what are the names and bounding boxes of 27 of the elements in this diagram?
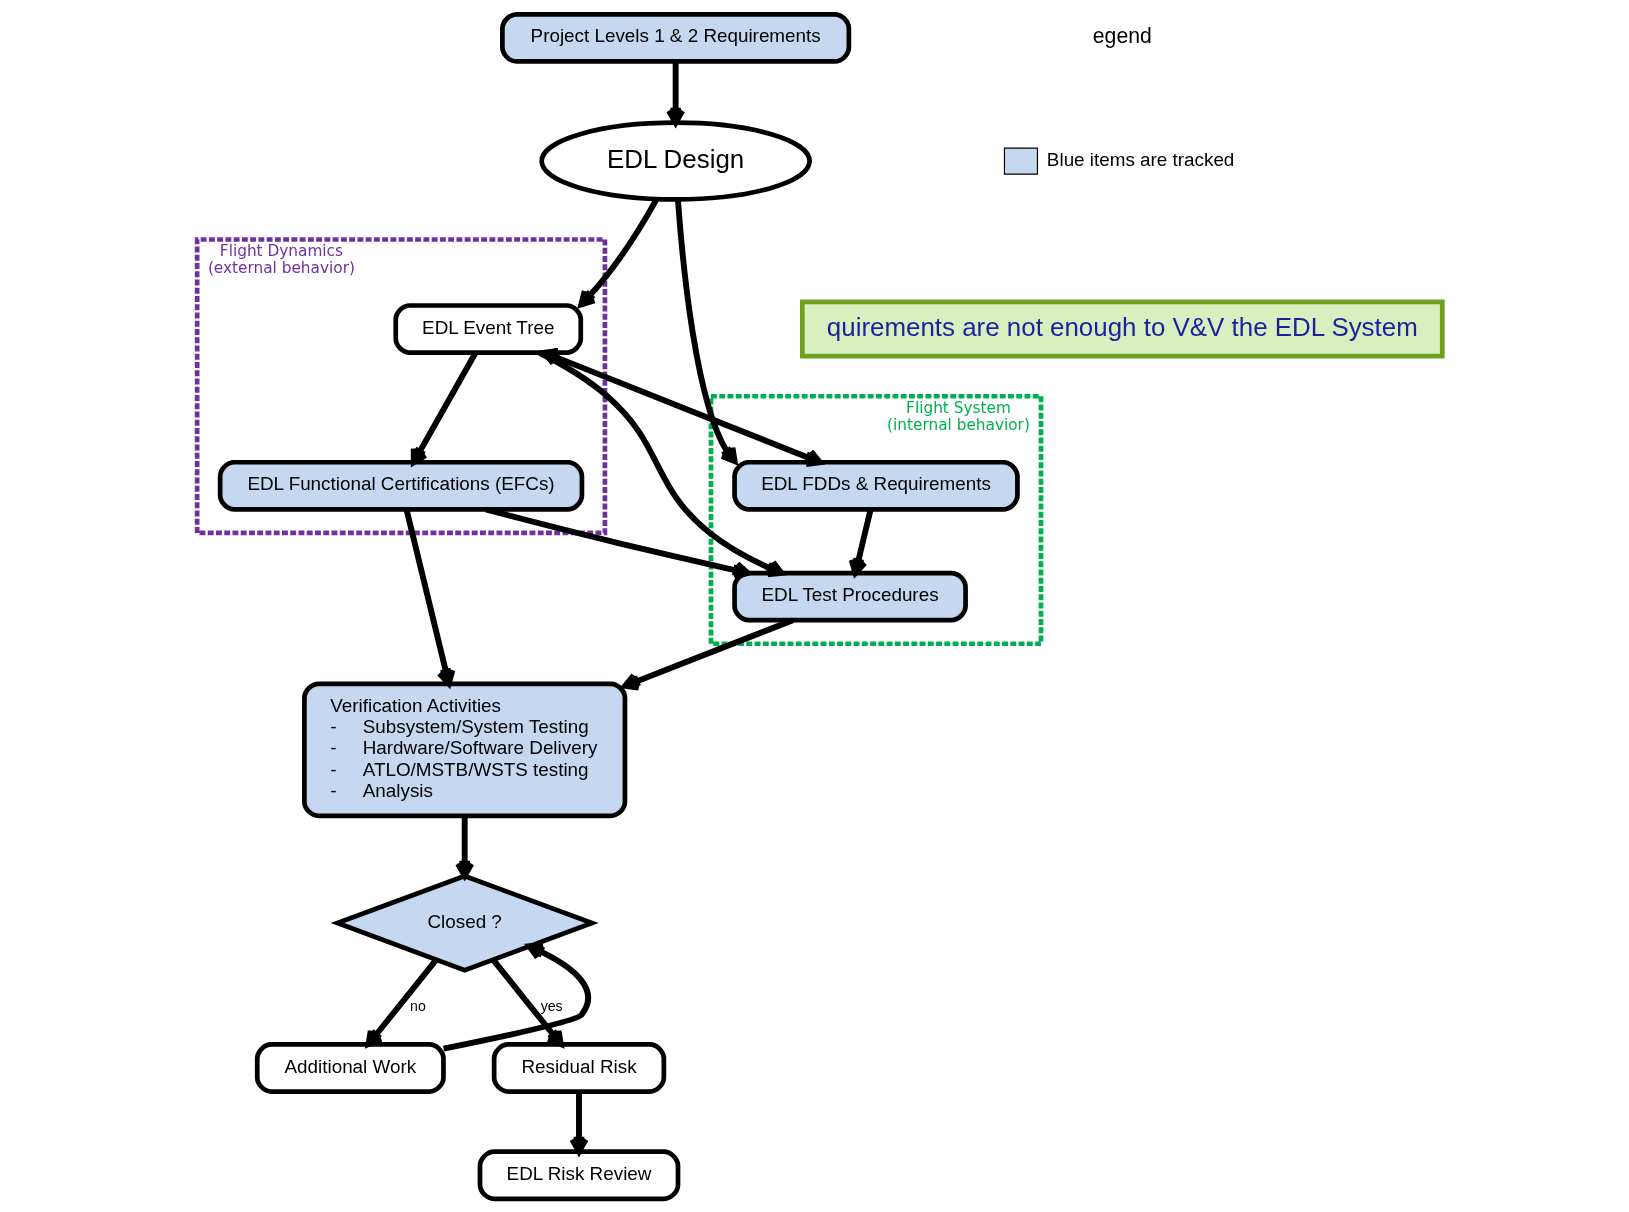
node-box: EDL Risk Review <box>477 1149 680 1202</box>
node-diamond: Closed ? <box>330 873 599 973</box>
node-box: Residual Risk <box>491 1042 666 1094</box>
arrow <box>568 1091 589 1155</box>
node-box: Verification Activities - Subsystem/System Testing - Hardware/Software Delivery - ATLO/MSTB/WSTS testing - Analysis <box>301 681 627 819</box>
arrow <box>490 958 564 1048</box>
node-box: EDL FDDs & Requirements <box>731 459 1020 512</box>
arrow <box>365 958 438 1048</box>
legend-label: Blue items are tracked <box>1046 148 1234 170</box>
arrow <box>442 942 591 1052</box>
label: egend <box>1092 24 1152 48</box>
arrow <box>537 350 784 578</box>
node-ellipse: EDL Design <box>538 120 812 202</box>
arrow <box>674 199 737 464</box>
arrow <box>621 617 794 691</box>
node-box: EDL Event Tree <box>392 303 583 355</box>
arrow <box>665 61 685 126</box>
label: quirements are not enough to V&V the EDL System <box>826 312 1418 341</box>
arrow <box>403 509 455 687</box>
edge-label: yes <box>540 997 563 1014</box>
node-box: Project Levels 1 & 2 Requirements <box>499 12 851 64</box>
node-box: EDL Functional Certifications (EFCs) <box>217 459 584 512</box>
arrow <box>848 508 873 577</box>
edge-label: no <box>409 997 426 1014</box>
node-box: EDL Test Procedures <box>731 570 968 623</box>
node-box: Additional Work <box>254 1042 446 1094</box>
arrow <box>454 816 474 879</box>
